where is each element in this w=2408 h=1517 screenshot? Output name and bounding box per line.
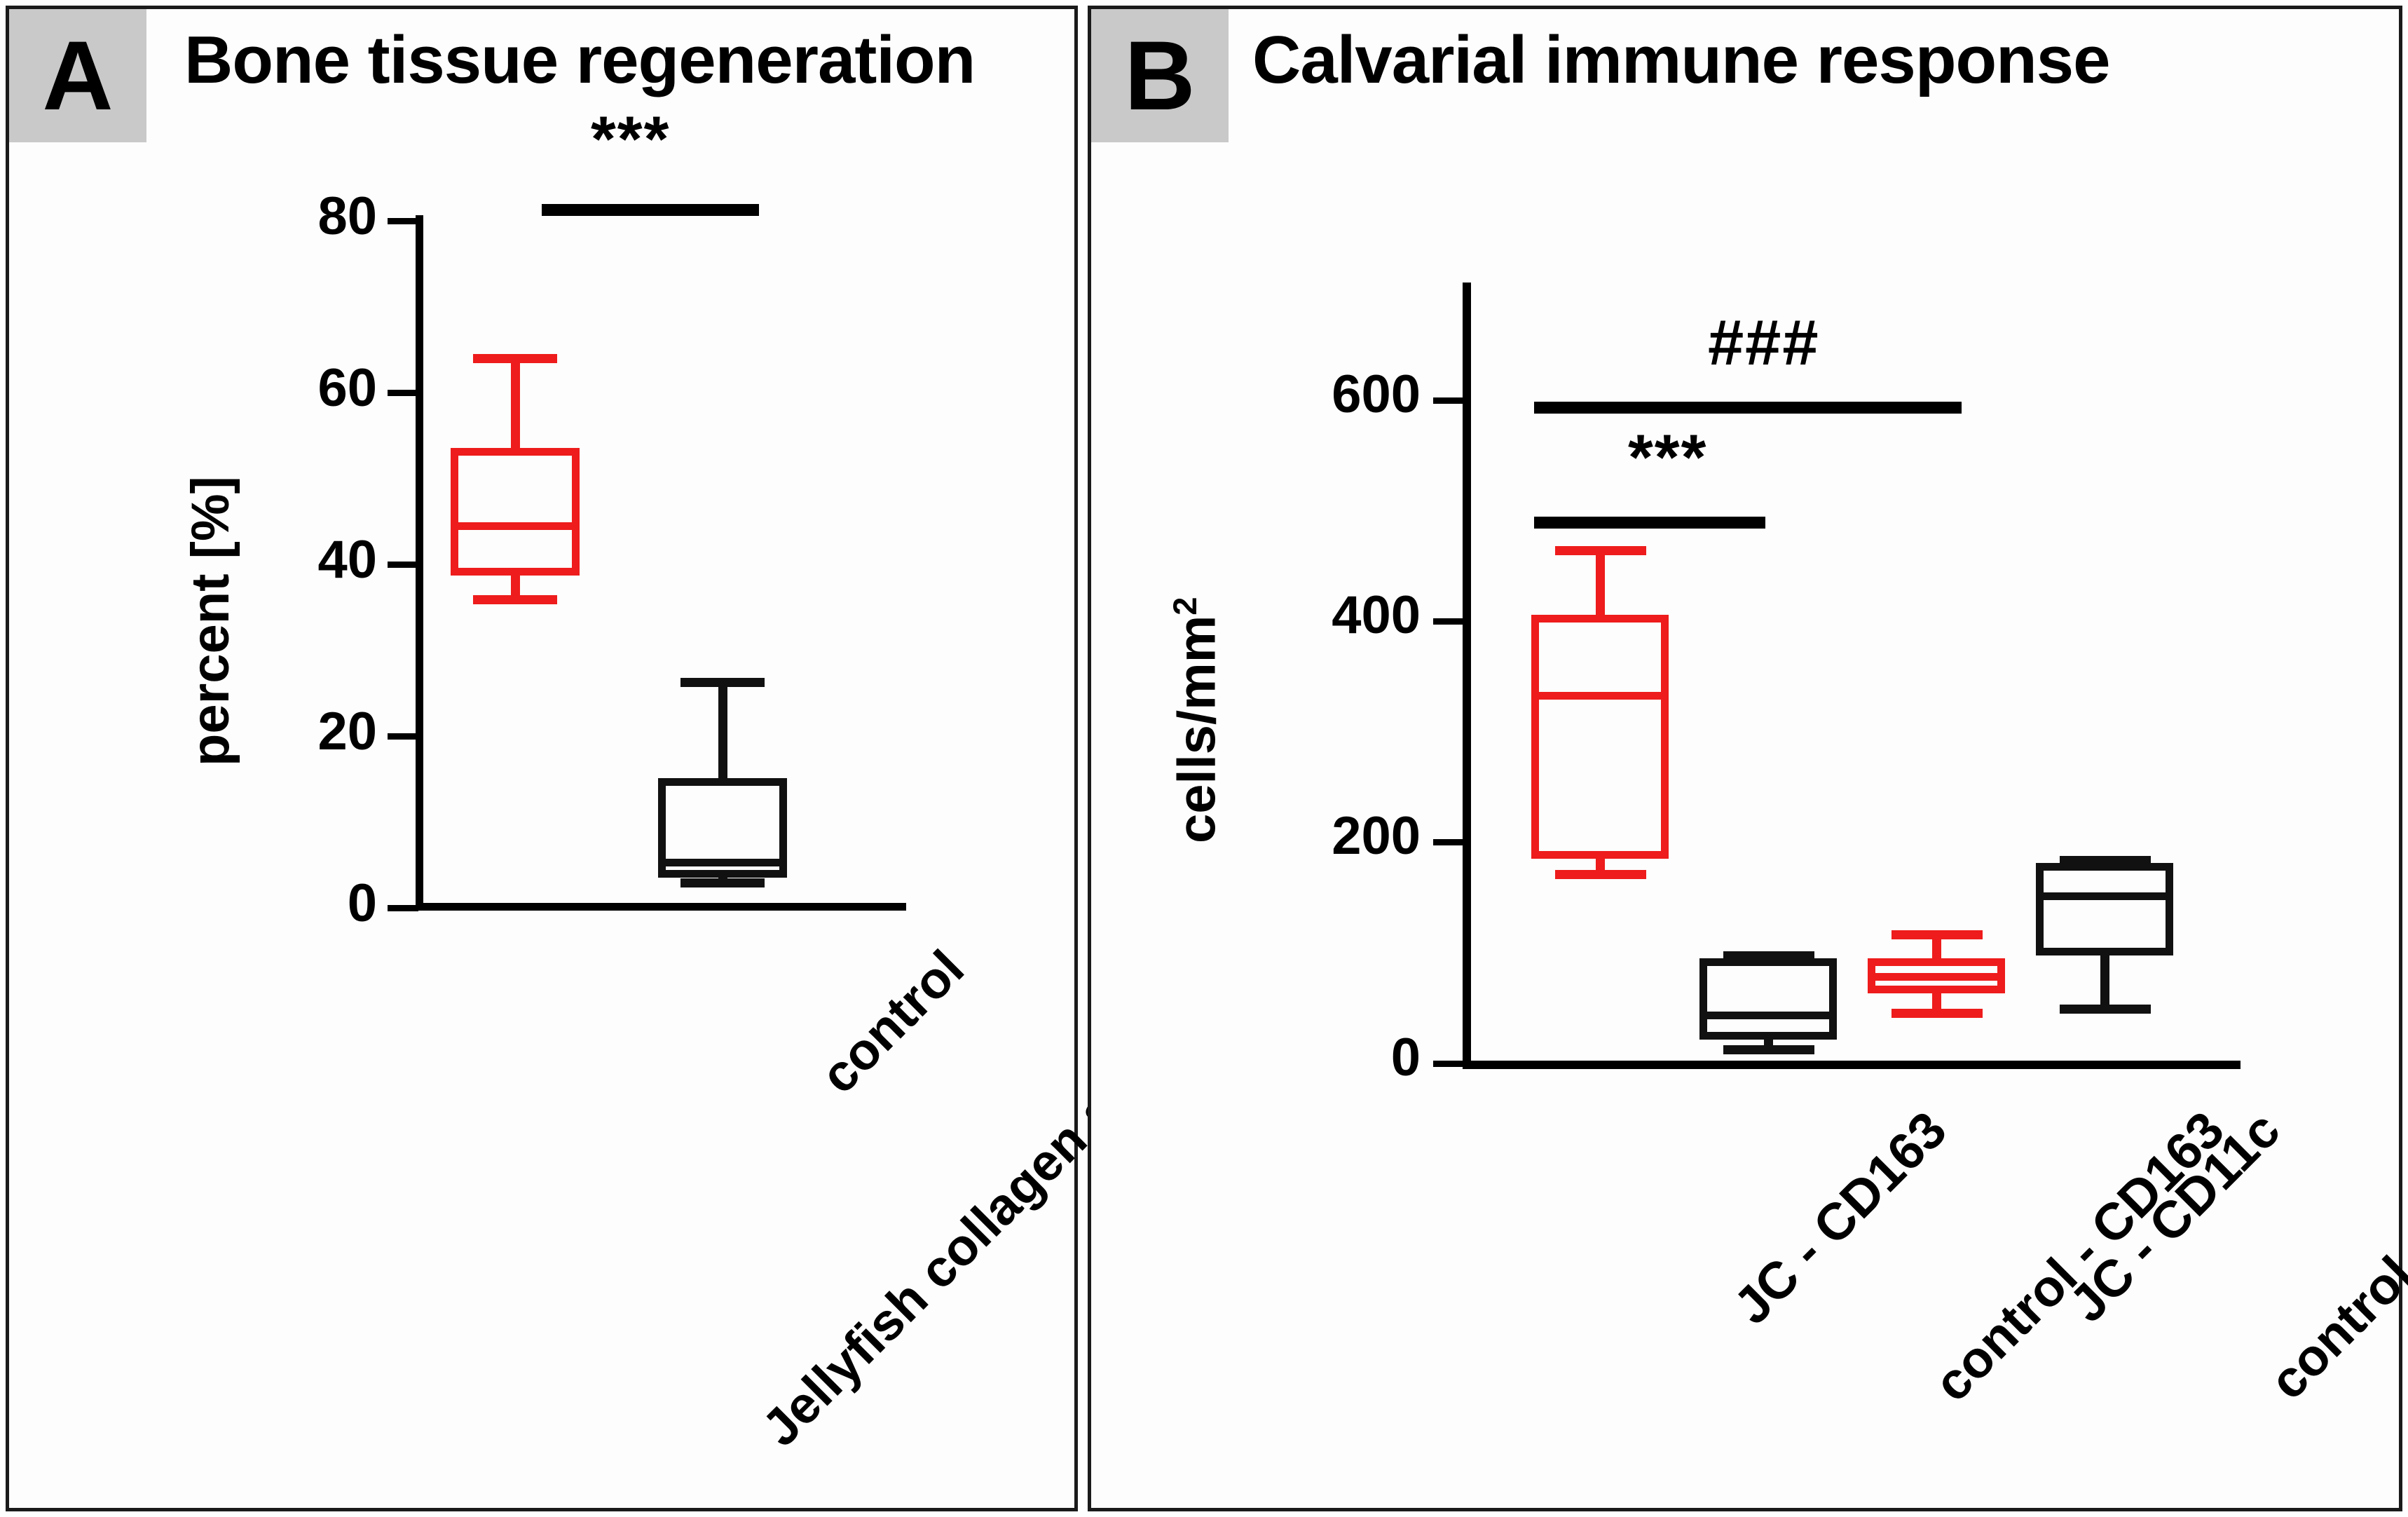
panel-b-significance-bar-hash xyxy=(1534,402,1962,414)
panel-b-tick-600 xyxy=(1433,397,1465,404)
panel-b-category-label-1: control - CD163 xyxy=(1922,1100,2236,1413)
panel-b: B Calvarial immune response 600 400 200 … xyxy=(1088,6,2408,1511)
panel-a-tick-20 xyxy=(388,733,418,740)
median-line xyxy=(658,859,787,866)
panel-a-category-label-1: control xyxy=(809,939,975,1105)
panel-b-tick-label-600: 600 xyxy=(1332,365,1421,424)
median-line xyxy=(2036,892,2173,900)
panel-b-tick-0 xyxy=(1433,1061,1465,1067)
median-line xyxy=(1868,973,2005,981)
panel-b-tick-label-400: 400 xyxy=(1332,585,1421,645)
panel-a-tick-80 xyxy=(388,218,418,224)
box-iqr xyxy=(451,448,580,576)
whisker-line-upper xyxy=(718,678,727,783)
panel-a-tick-0 xyxy=(388,905,418,911)
panel-a-y-axis-title: percent [%] xyxy=(181,476,240,766)
panel-a-significance-label: *** xyxy=(591,104,671,175)
whisker-cap-lower xyxy=(1555,870,1646,879)
panel-a-significance-bar xyxy=(542,204,759,216)
panel-a-y-axis xyxy=(416,215,423,909)
panel-a-tick-label-20: 20 xyxy=(317,702,377,761)
panel-a: A Bone tissue regeneration 80 60 40 20 0… xyxy=(6,6,1268,1511)
panel-b-tick-400 xyxy=(1433,618,1465,625)
median-line xyxy=(1531,692,1669,700)
whisker-cap-lower xyxy=(473,595,557,604)
panel-b-y-axis-title: cells/mm2 xyxy=(1166,597,1227,843)
median-line xyxy=(1699,1012,1837,1019)
whisker-cap-lower xyxy=(1891,1009,1983,1018)
whisker-line-upper xyxy=(1932,930,1941,964)
panel-b-tick-label-0: 0 xyxy=(1390,1028,1421,1087)
panel-b-significance-label-star: *** xyxy=(1628,422,1708,494)
panel-a-tick-40 xyxy=(388,562,418,568)
panel-a-tick-label-80: 80 xyxy=(317,186,377,246)
panel-b-tag: B xyxy=(1091,9,1229,142)
box-iqr xyxy=(1699,958,1837,1040)
panel-a-tick-label-40: 40 xyxy=(317,530,377,590)
whisker-line-lower xyxy=(511,570,520,601)
panel-b-y-axis xyxy=(1463,283,1471,1068)
panel-a-x-axis xyxy=(416,903,906,911)
whisker-line-upper xyxy=(511,354,520,454)
whisker-line-upper xyxy=(1596,546,1605,620)
whisker-line-lower xyxy=(2100,950,2109,1010)
box-iqr xyxy=(1531,615,1669,859)
panel-b-tick-200 xyxy=(1433,839,1465,845)
panel-b-category-label-0: JC - CD163 xyxy=(1722,1100,1957,1335)
panel-b-title: Calvarial immune response xyxy=(1252,22,2111,97)
panel-a-tag: A xyxy=(9,9,146,142)
panel-b-tick-label-200: 200 xyxy=(1332,806,1421,866)
panel-b-significance-bar-star xyxy=(1534,517,1765,529)
panel-b-plot: 600 400 200 0 cells/mm2 ### *** xyxy=(1091,9,2408,1509)
median-line xyxy=(451,522,580,530)
panel-a-plot: 80 60 40 20 0 percent [%] *** xyxy=(9,9,1268,1509)
panel-b-y-axis-title-superscript: 2 xyxy=(1166,597,1203,615)
panel-b-x-axis xyxy=(1463,1061,2241,1069)
box-iqr xyxy=(2036,863,2173,955)
panel-b-y-axis-title-text: cells/mm xyxy=(1167,615,1227,843)
panel-a-tick-label-0: 0 xyxy=(347,873,377,933)
panel-a-tick-60 xyxy=(388,390,418,396)
whisker-cap-lower xyxy=(680,878,765,887)
whisker-cap-lower xyxy=(1723,1045,1814,1054)
whisker-cap-lower xyxy=(2060,1005,2151,1014)
whisker-line-lower xyxy=(1596,853,1605,874)
panel-a-tick-label-60: 60 xyxy=(317,358,377,418)
panel-b-significance-label-hash: ### xyxy=(1708,307,1820,379)
panel-a-title: Bone tissue regeneration xyxy=(184,22,976,97)
